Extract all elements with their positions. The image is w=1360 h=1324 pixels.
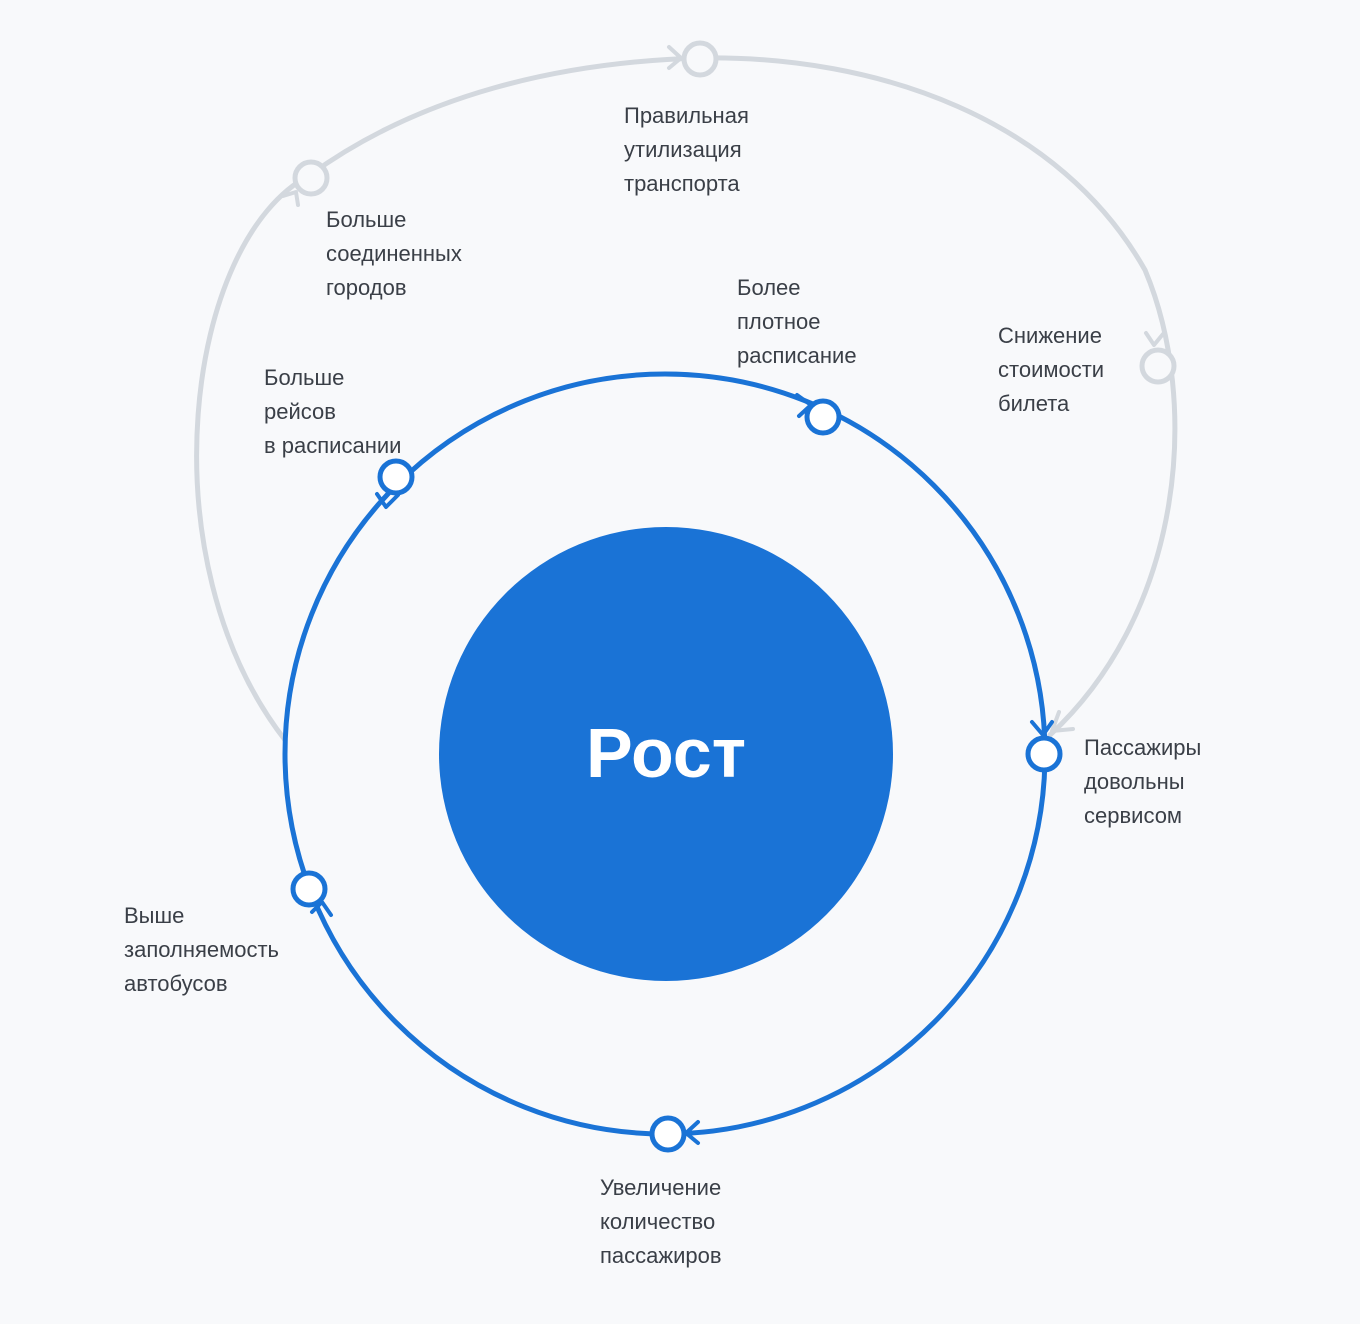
label-transport-utilization: Правильная утилизация транспорта [624, 103, 749, 196]
core-label: Рост [586, 714, 746, 792]
label-satisfied-passengers: Пассажиры довольны сервисом [1084, 735, 1202, 828]
inner-node-higher-occupancy [290, 870, 328, 908]
label-more-passengers: Увеличение количество пассажиров [600, 1175, 722, 1268]
inner-arrow-more-trips [375, 492, 400, 509]
outer-arrow-more-cities [281, 190, 300, 207]
inner-node-satisfied [1025, 735, 1063, 773]
outer-arrow-satisfied [1050, 710, 1075, 733]
outer-node-ticket-price [1139, 347, 1177, 385]
outer-node-utilization [681, 40, 719, 78]
core-circle [439, 527, 893, 981]
label-higher-occupancy: Выше заполняемость автобусов [124, 903, 280, 996]
label-more-cities: Больше соединенных городов [326, 207, 462, 300]
inner-node-more-trips [377, 458, 415, 496]
inner-arrow-satisfied [1030, 720, 1054, 737]
inner-node-more-passengers [649, 1115, 687, 1153]
inner-node-denser-schedule [804, 398, 842, 436]
label-lower-ticket-price: Снижение стоимости билета [998, 323, 1105, 416]
label-more-trips: Больше рейсов в расписании [264, 365, 402, 458]
outer-arrow-ticket-price [1144, 331, 1165, 347]
label-denser-schedule: Более плотное расписание [737, 275, 857, 368]
outer-arrow-utilization [667, 45, 683, 70]
outer-node-more-cities [292, 159, 330, 197]
